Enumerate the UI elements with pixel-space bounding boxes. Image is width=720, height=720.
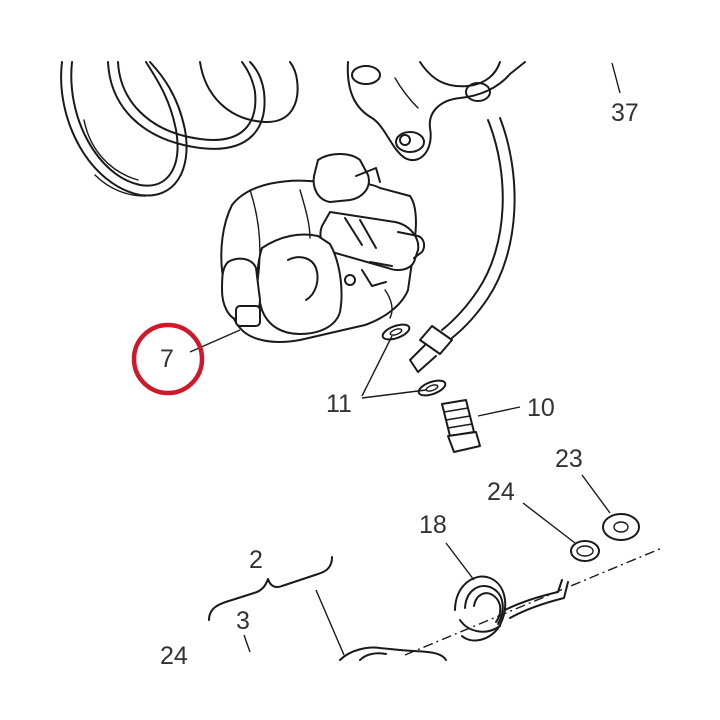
callout-24: 24 <box>487 478 515 506</box>
callout-11: 11 <box>326 390 352 418</box>
washer-23 <box>602 513 640 541</box>
swingarm-bracket <box>346 61 526 161</box>
callout-7-highlight-ring <box>131 322 205 396</box>
coil-spring <box>60 61 299 197</box>
brake-hose <box>409 117 516 373</box>
washer-lower <box>417 379 447 397</box>
callout-10: 10 <box>527 394 555 422</box>
callout-18: 18 <box>419 511 447 539</box>
banjo-bolt <box>441 399 481 453</box>
group-bracket <box>208 556 333 621</box>
callout-23: 23 <box>555 445 583 473</box>
callout-3: 3 <box>236 607 250 635</box>
callout-24-lower: 24 <box>160 642 188 670</box>
torsion-spring <box>454 575 569 642</box>
ring-24 <box>570 540 600 562</box>
axis-line <box>404 547 663 656</box>
washer-upper <box>381 323 411 341</box>
brake-caliper <box>220 153 426 343</box>
callout-37: 37 <box>611 99 639 127</box>
callout-7: 7 <box>160 345 174 373</box>
leader-lines <box>189 62 621 656</box>
lower-assembly <box>339 646 447 661</box>
callout-2: 2 <box>249 546 263 574</box>
